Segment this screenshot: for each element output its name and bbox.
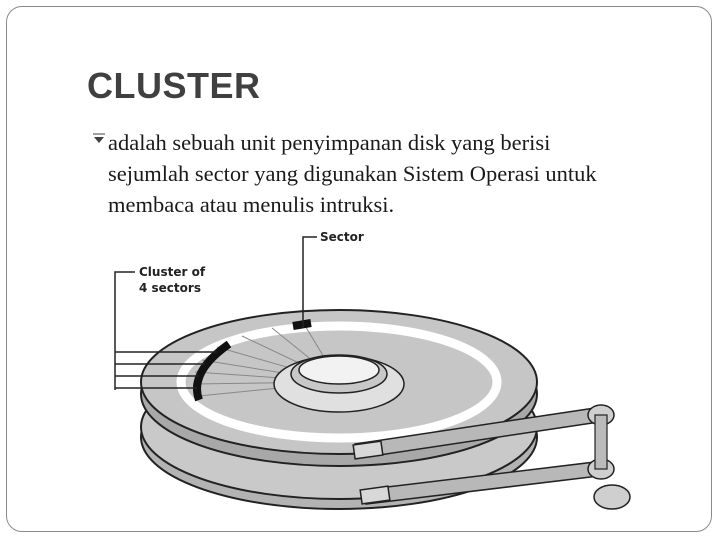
sector-callout: Sector bbox=[302, 230, 364, 328]
slide-title: CLUSTER bbox=[87, 65, 261, 106]
bullet-icon bbox=[91, 127, 107, 160]
sector-label: Sector bbox=[320, 230, 364, 244]
disk-illustration: Sector Cluster of 4 sectors bbox=[114, 230, 631, 510]
disk-cluster-diagram: Sector Cluster of 4 sectors bbox=[107, 222, 647, 522]
actuator-arms bbox=[352, 404, 631, 510]
paragraph-line: adalah sebuah unit penyimpanan disk yang… bbox=[108, 130, 551, 155]
cluster-label-line1: Cluster of bbox=[139, 265, 206, 279]
cluster-callout: Cluster of 4 sectors bbox=[114, 265, 217, 390]
cluster-label-line2: 4 sectors bbox=[139, 281, 201, 295]
bullet-paragraph: adalah sebuah unit penyimpanan disk yang… bbox=[91, 127, 691, 220]
slide-frame: CLUSTER adalah sebuah unit penyimpanan d… bbox=[6, 6, 712, 532]
paragraph-line: sejumlah sector yang digunakan Sistem Op… bbox=[108, 161, 597, 186]
paragraph-line: membaca atau menulis intruksi. bbox=[108, 192, 395, 217]
upper-platter bbox=[140, 309, 538, 467]
